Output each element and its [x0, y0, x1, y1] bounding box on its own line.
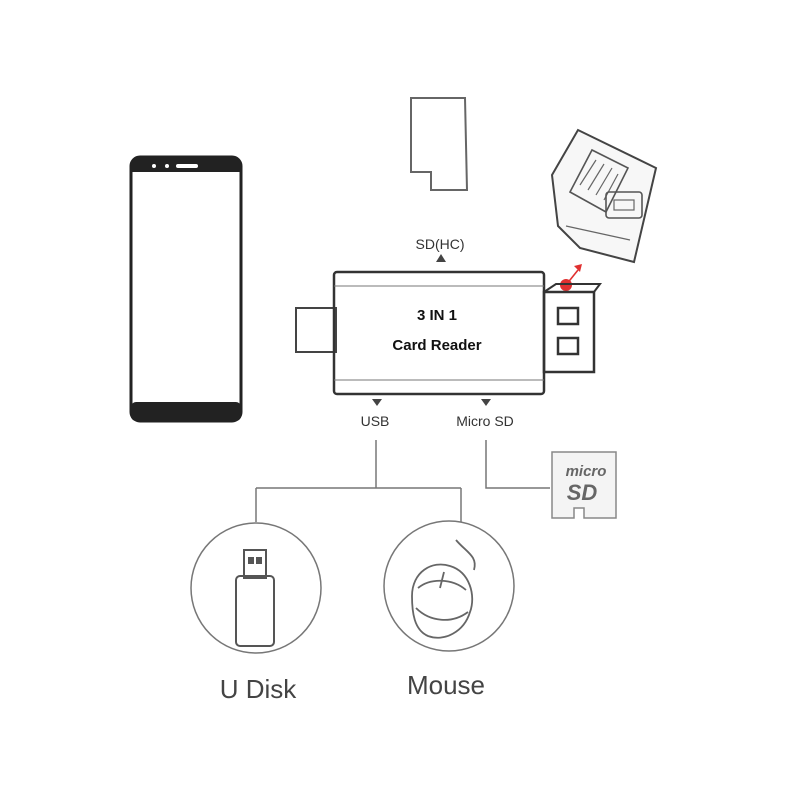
mouse-label: Mouse [407, 670, 485, 700]
microsd-port-arrow [481, 399, 491, 406]
u-disk-label: U Disk [220, 674, 298, 704]
sd-slot-arrow [436, 254, 446, 262]
microsd-card-icon [551, 451, 617, 519]
reader-title-line1: 3 IN 1 [417, 307, 457, 324]
mouse-circle [383, 520, 515, 652]
usb-flash-drive-icon [235, 549, 275, 647]
sd-hc-label: SD(HC) [416, 236, 465, 252]
microsd-logo-bottom: SD [567, 480, 598, 505]
connector-lines [255, 440, 550, 522]
micro-sd-label: Micro SD [456, 413, 514, 429]
mouse-icon [411, 539, 476, 639]
red-indicator-arrow-icon [560, 264, 582, 291]
smartphone-icon [129, 155, 243, 423]
sd-card-icon [410, 97, 469, 191]
microsd-logo-top: micro [566, 463, 607, 480]
usb-label: USB [361, 413, 390, 429]
usb-port-arrow [372, 399, 382, 406]
otg-connector-closeup-icon [550, 128, 658, 264]
u-disk-circle [190, 522, 322, 654]
card-reader-device [295, 270, 602, 396]
reader-title-line2: Card Reader [392, 337, 481, 354]
